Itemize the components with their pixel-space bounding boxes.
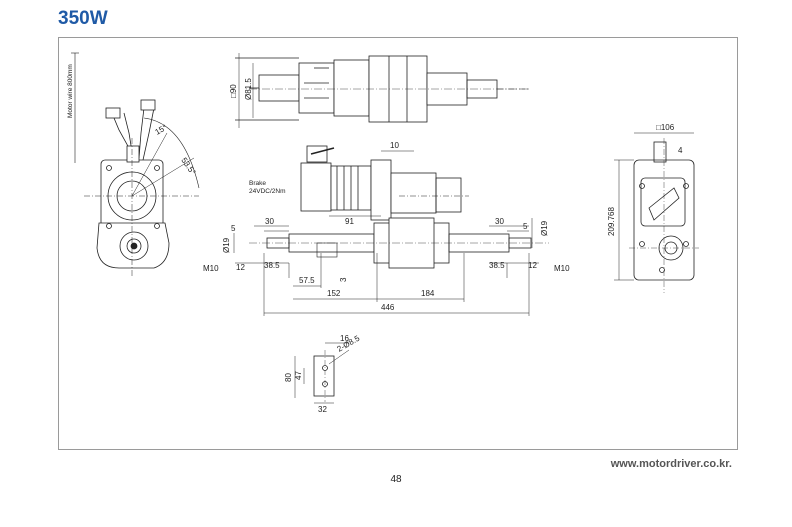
dim-phi19-right: Ø19 <box>540 220 549 236</box>
brake-label: Brake <box>249 180 266 187</box>
dim-30-left: 30 <box>265 217 274 226</box>
dim-m10-right: M10 <box>554 264 570 273</box>
dim-446: 446 <box>381 303 395 312</box>
bracket-dim-47: 47 <box>294 371 303 380</box>
brake-spec-label: 24VDC/2Nm <box>249 188 285 195</box>
technical-drawing-frame: Motor wire 800mm 15° 53.5° □90 Ø81.5 Bra… <box>58 37 738 450</box>
top-view-square-90: □90 <box>229 84 238 98</box>
technical-drawing: Motor wire 800mm 15° 53.5° □90 Ø81.5 Bra… <box>67 52 699 414</box>
top-view-drawing <box>235 53 529 128</box>
dim-3: 3 <box>339 277 348 282</box>
dim-10: 10 <box>390 141 399 150</box>
end-view-height: 209.768 <box>607 207 616 236</box>
end-view-dim-4: 4 <box>678 146 683 155</box>
bracket-dim-16: 16 <box>340 334 349 343</box>
dim-5-left: 5 <box>231 224 236 233</box>
end-view-drawing <box>614 132 699 293</box>
side-view-drawing <box>71 52 200 278</box>
dim-38-5-right: 38.5 <box>489 261 505 270</box>
end-view-width: □106 <box>656 123 675 132</box>
dim-57-5: 57.5 <box>299 276 315 285</box>
bracket-dim-32: 32 <box>318 405 327 414</box>
front-view-drawing <box>249 145 549 269</box>
dim-38-5-left: 38.5 <box>264 261 280 270</box>
top-view-dia-81-5: Ø81.5 <box>244 78 253 100</box>
dim-91: 91 <box>345 217 354 226</box>
page-title: 350W <box>58 8 108 29</box>
bracket-drawing <box>294 342 350 404</box>
dim-30-right: 30 <box>495 217 504 226</box>
dim-152: 152 <box>327 289 341 298</box>
bracket-dim-80: 80 <box>284 373 293 382</box>
dim-5-right: 5 <box>523 222 528 231</box>
dim-12-right: 12 <box>528 261 537 270</box>
dim-phi19-left: Ø19 <box>222 237 231 253</box>
page-number: 48 <box>390 474 402 485</box>
motor-wire-label: Motor wire 800mm <box>67 64 74 118</box>
dim-m10-left: M10 <box>203 264 219 273</box>
dim-184: 184 <box>421 289 435 298</box>
footer-url: www.motordriver.co.kr. <box>610 458 732 470</box>
dim-12-left: 12 <box>236 263 245 272</box>
